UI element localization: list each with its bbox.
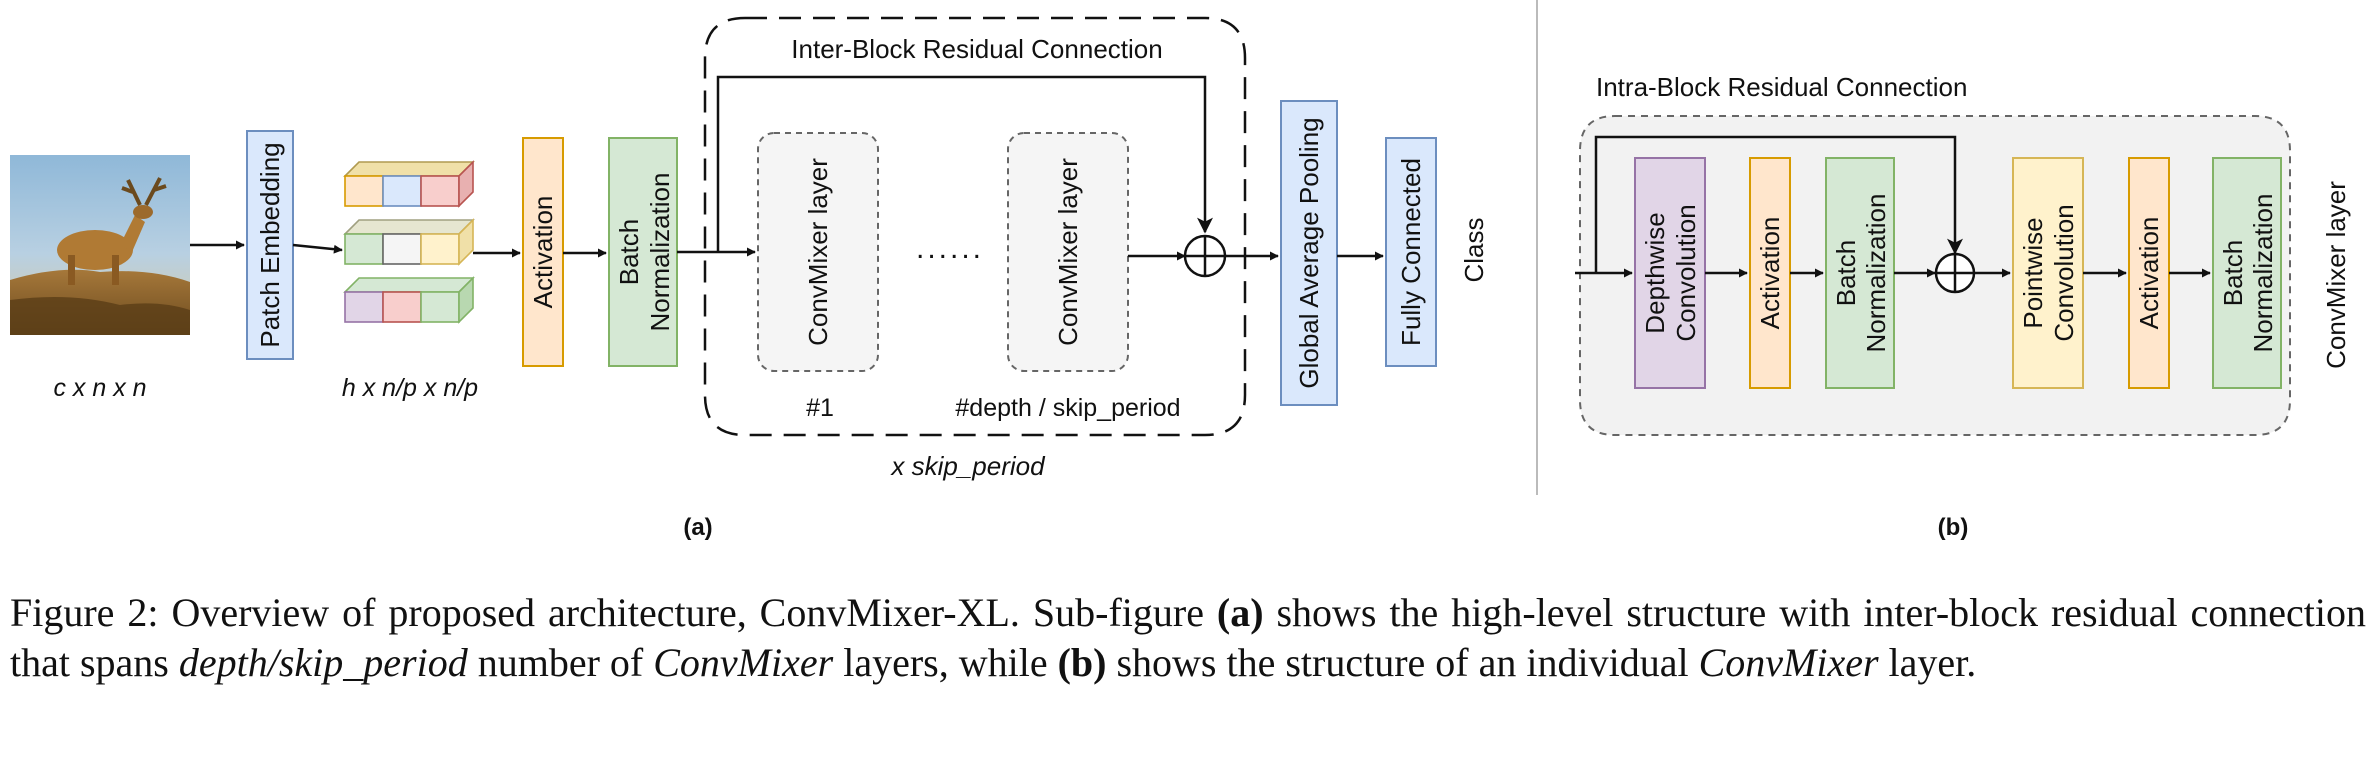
residual-sum-node bbox=[1183, 234, 1227, 278]
depthwise-label-line2: Convolution bbox=[1671, 204, 1701, 341]
intra-sum-node bbox=[1934, 252, 1976, 294]
patch-embedding-block bbox=[246, 130, 294, 360]
figure-caption: Figure 2: Overview of proposed architect… bbox=[10, 588, 2366, 688]
panel-a: c x n x n Patch Embedding bbox=[10, 16, 1489, 541]
intra-block-title: Intra-Block Residual Connection bbox=[1596, 72, 1967, 102]
input-dims-label: c x n x n bbox=[53, 374, 146, 402]
repeat-block-frame bbox=[703, 16, 1247, 437]
caption-text-4: layers, while bbox=[833, 640, 1058, 685]
pointwise-label-line1: Pointwise bbox=[2018, 217, 2048, 328]
pointwise-conv-block bbox=[2012, 157, 2084, 389]
bn1-label-line1: Batch bbox=[1831, 240, 1861, 307]
caption-math-depth-skip: depth/skip_period bbox=[178, 640, 468, 685]
batch-norm-label-line2: Normalization bbox=[645, 173, 675, 332]
caption-italic-convmixer-2: ConvMixer bbox=[1698, 640, 1879, 685]
caption-text-5: shows the structure of an individual bbox=[1106, 640, 1699, 685]
depthwise-conv-block bbox=[1634, 157, 1706, 389]
inter-block-residual-connection bbox=[716, 75, 1213, 252]
patch-embedding-label: Patch Embedding bbox=[255, 142, 285, 347]
fully-connected-label: Fully Connected bbox=[1396, 158, 1426, 346]
convmixer-layer-side-label: ConvMixer layer bbox=[2321, 181, 2351, 369]
convmixer-layer-first-label: ConvMixer layer bbox=[803, 158, 833, 346]
input-image bbox=[10, 155, 190, 335]
pointwise-label-line2: Convolution bbox=[2049, 204, 2079, 341]
panel-b: Intra-Block Residual Connection Depthwis… bbox=[1575, 72, 2351, 541]
caption-bold-a: (a) bbox=[1216, 590, 1264, 635]
panel-b-label: (b) bbox=[1938, 514, 1969, 541]
gap-label: Global Average Pooling bbox=[1294, 117, 1324, 388]
panel-a-label: (a) bbox=[683, 514, 712, 541]
ellipsis-dots: ...... bbox=[916, 232, 984, 265]
batch-norm-block bbox=[608, 137, 678, 367]
caption-text-6: layer. bbox=[1878, 640, 1977, 685]
depthwise-label-line1: Depthwise bbox=[1640, 212, 1670, 333]
patch-dims-label: h x n/p x n/p bbox=[342, 374, 478, 402]
convmixer-layer-first bbox=[757, 132, 879, 372]
caption-text-2: shows the high-level structure with inte… bbox=[10, 590, 2366, 685]
caption-text-1: Overview of proposed architecture, ConvM… bbox=[158, 590, 1217, 635]
bn2-label-line1: Batch bbox=[2218, 240, 2248, 307]
inter-block-title: Inter-Block Residual Connection bbox=[791, 34, 1162, 64]
arrow-patch-to-cubes bbox=[292, 243, 343, 254]
activation-1-block bbox=[1749, 157, 1791, 389]
fully-connected-block bbox=[1385, 137, 1437, 367]
caption-text-3: number of bbox=[467, 640, 654, 685]
batch-norm-2-block bbox=[2212, 157, 2282, 389]
convmixer-layer-last bbox=[1007, 132, 1129, 372]
class-output-label: Class bbox=[1459, 217, 1489, 282]
batch-norm-label-line1: Batch bbox=[614, 219, 644, 286]
caption-italic-convmixer-1: ConvMixer bbox=[653, 640, 834, 685]
architecture-diagram: c x n x n Patch Embedding bbox=[10, 0, 2351, 541]
activation-2-label: Activation bbox=[2134, 217, 2164, 330]
activation-block bbox=[522, 137, 564, 367]
bn2-label-line2: Normalization bbox=[2248, 194, 2278, 353]
activation-2-block bbox=[2128, 157, 2170, 389]
global-average-pooling-block bbox=[1280, 100, 1338, 406]
layer-index-last: #depth / skip_period bbox=[955, 394, 1180, 422]
caption-bold-b: (b) bbox=[1057, 640, 1107, 685]
patch-tensor-icon bbox=[343, 160, 475, 324]
repeat-count-label: x skip_period bbox=[889, 451, 1046, 481]
activation-1-label: Activation bbox=[1755, 217, 1785, 330]
intra-block-residual-connection bbox=[1594, 135, 1963, 273]
convmixer-layer-last-label: ConvMixer layer bbox=[1053, 158, 1083, 346]
layer-index-first: #1 bbox=[806, 394, 834, 422]
caption-figure-label: Figure 2: bbox=[10, 590, 159, 635]
bn1-label-line2: Normalization bbox=[1861, 194, 1891, 353]
activation-label: Activation bbox=[528, 196, 558, 309]
